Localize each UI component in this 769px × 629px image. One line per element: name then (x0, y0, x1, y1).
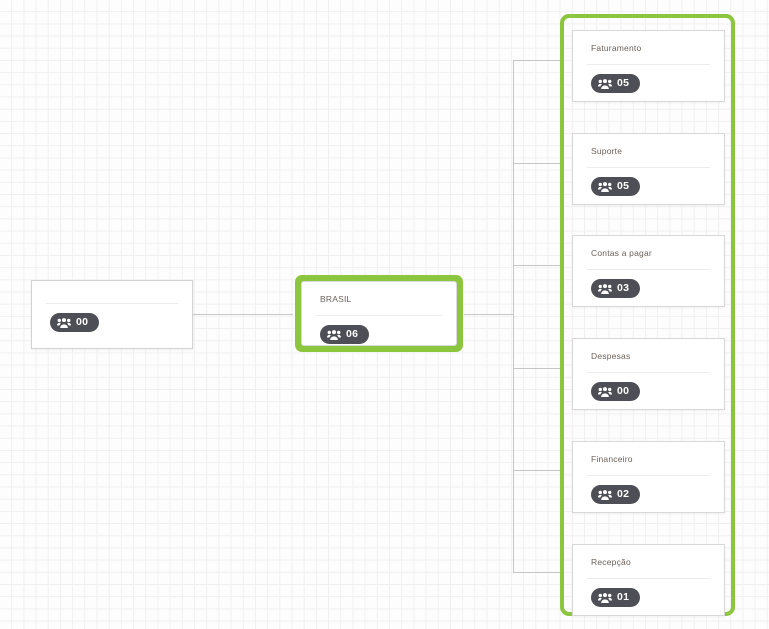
users-group-icon (598, 181, 612, 192)
node-contas-a-pagar-member-badge[interactable]: 03 (591, 279, 641, 298)
node-financeiro-divider (587, 475, 710, 476)
node-suporte-title: Suporte (591, 146, 623, 156)
node-suporte-member-count: 05 (617, 180, 630, 192)
connector-branch-6 (513, 572, 562, 573)
node-contas-a-pagar-divider (587, 269, 710, 270)
connector-trunk (513, 60, 514, 572)
node-despesas-member-count: 00 (617, 385, 630, 397)
users-group-icon (598, 386, 612, 397)
node-brasil-member-count: 06 (346, 328, 359, 340)
node-suporte[interactable]: Suporte 05 (572, 133, 725, 205)
node-brasil-member-badge[interactable]: 06 (320, 325, 370, 344)
node-root-member-badge[interactable]: 00 (50, 313, 100, 332)
users-group-icon (327, 329, 341, 340)
node-brasil-card: BRASIL 06 (301, 281, 457, 346)
node-faturamento[interactable]: Faturamento 05 (572, 30, 725, 102)
users-group-icon (57, 317, 71, 328)
users-group-icon (598, 489, 612, 500)
connector-branch-2 (513, 163, 562, 164)
connector-branch-5 (513, 470, 562, 471)
node-root[interactable]: 00 (31, 280, 193, 349)
node-contas-a-pagar-badge-row: 03 (573, 270, 724, 300)
node-faturamento-badge-row: 05 (573, 65, 724, 95)
node-recepcao[interactable]: Recepção 01 (572, 544, 725, 616)
node-financeiro-title: Financeiro (591, 454, 633, 464)
node-recepcao-member-count: 01 (617, 591, 630, 603)
node-despesas-member-badge[interactable]: 00 (591, 382, 641, 401)
users-group-icon (598, 592, 612, 603)
node-despesas-title: Despesas (591, 351, 631, 361)
selected-group-container[interactable]: Faturamento 05 Suporte (560, 14, 735, 616)
node-financeiro-badge-row: 02 (573, 476, 724, 506)
node-suporte-member-badge[interactable]: 05 (591, 177, 641, 196)
node-recepcao-badge-row: 01 (573, 579, 724, 609)
node-brasil[interactable]: BRASIL 06 (295, 275, 463, 352)
node-despesas-divider (587, 372, 710, 373)
node-faturamento-member-count: 05 (617, 77, 630, 89)
node-recepcao-member-badge[interactable]: 01 (591, 588, 641, 607)
node-suporte-badge-row: 05 (573, 168, 724, 198)
node-suporte-divider (587, 167, 710, 168)
node-root-member-count: 00 (76, 316, 89, 328)
node-brasil-divider (316, 315, 442, 316)
connector-branch-4 (513, 368, 562, 369)
connector-branch-3 (513, 265, 562, 266)
node-despesas-badge-row: 00 (573, 373, 724, 403)
node-contas-a-pagar-title: Contas a pagar (591, 248, 652, 258)
node-contas-a-pagar-member-count: 03 (617, 282, 630, 294)
node-recepcao-title: Recepção (591, 557, 631, 567)
node-financeiro-member-badge[interactable]: 02 (591, 485, 641, 504)
connector-root-to-parent (192, 314, 293, 315)
node-brasil-badge-row: 06 (302, 316, 456, 346)
node-faturamento-title: Faturamento (591, 43, 642, 53)
node-root-divider (46, 303, 178, 304)
users-group-icon (598, 283, 612, 294)
node-faturamento-divider (587, 64, 710, 65)
connector-branch-1 (513, 60, 562, 61)
node-brasil-title: BRASIL (320, 294, 352, 304)
node-contas-a-pagar[interactable]: Contas a pagar 03 (572, 235, 725, 307)
connector-parent-to-trunk (464, 314, 514, 315)
node-despesas[interactable]: Despesas 00 (572, 338, 725, 410)
node-financeiro-member-count: 02 (617, 488, 630, 500)
node-recepcao-divider (587, 578, 710, 579)
users-group-icon (598, 78, 612, 89)
node-faturamento-member-badge[interactable]: 05 (591, 74, 641, 93)
node-financeiro[interactable]: Financeiro 02 (572, 441, 725, 513)
node-root-badge-row: 00 (32, 304, 192, 334)
node-root-title (32, 281, 192, 293)
